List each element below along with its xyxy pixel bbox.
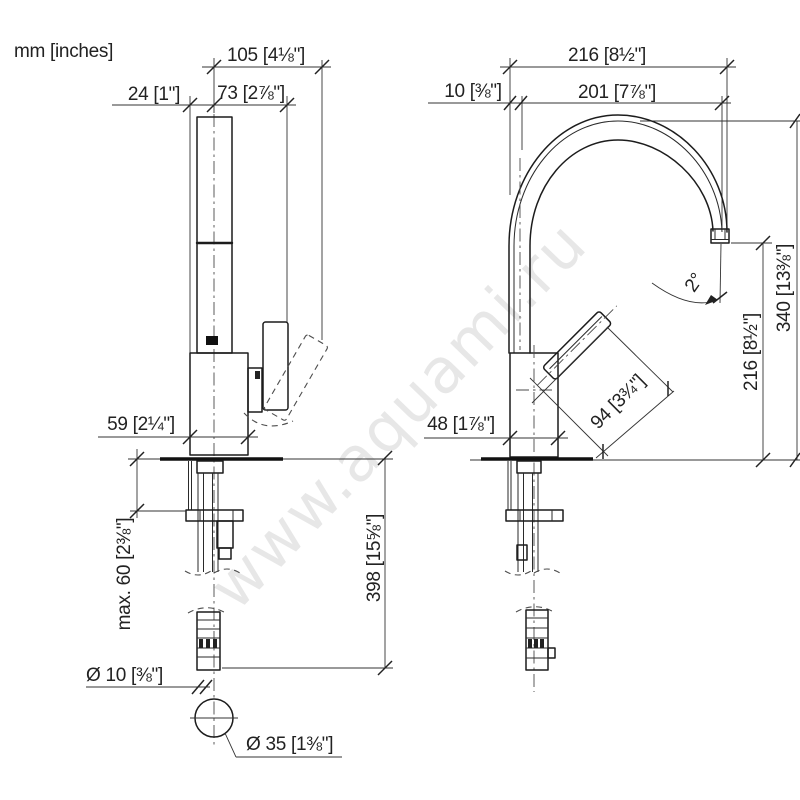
dim-left-hole-dia: Ø 35 [1⅜"] [246, 734, 333, 755]
left-view [86, 58, 393, 758]
dim-under-height [222, 450, 393, 676]
dim-left-back-offset: 24 [1"] [128, 84, 180, 105]
dim-left-mount-thickness: max. 60 [2⅜"] [114, 518, 135, 631]
dim-left-hose-dia: Ø 10 [⅜"] [86, 665, 163, 686]
dim-hose-dia [86, 679, 213, 695]
dim-right-spray-angle: 2° [681, 270, 708, 296]
sensor-window [206, 336, 218, 345]
spout-arc [508, 114, 728, 354]
dim-mount-thickness [129, 449, 186, 519]
hole-top-view [190, 698, 342, 758]
faucet-body [189, 352, 249, 456]
dim-left-handle-offset: 73 [2⅞"] [217, 83, 285, 104]
spray-angle-detail [651, 243, 728, 305]
hose-connector [196, 611, 221, 671]
dim-right-outlet-height: 216 [8½"] [741, 313, 762, 391]
dim-right-body-depth: 48 [1⅞"] [427, 414, 495, 435]
dim-left-body-depth: 59 [2¼"] [107, 414, 175, 435]
dim-left-reach-max: 105 [4⅛"] [227, 45, 305, 66]
dim-right-overall-height: 340 [13⅜"] [774, 244, 795, 332]
left-extension-lines [189, 58, 323, 353]
spout-column [196, 116, 233, 354]
handle-swing-arc [243, 412, 294, 427]
handle-swung-position [263, 334, 328, 421]
right-top-ticks [502, 59, 735, 111]
dim-right-spout-reach: 201 [7⅞"] [578, 82, 656, 103]
handle-hub [247, 367, 263, 413]
right-extension-lines [509, 58, 800, 244]
spout-outlet [710, 228, 730, 244]
left-top-ticks [182, 59, 330, 113]
right-view [424, 58, 800, 692]
handle-pin [255, 371, 260, 379]
dim-right-handle-length: 94 [3¾"] [587, 371, 650, 434]
valve-fitting [216, 520, 234, 549]
mounting-nut-right [505, 509, 564, 522]
dim-right-total-reach: 216 [8½"] [568, 45, 646, 66]
hose-connector-right [525, 609, 549, 671]
mounting-nut [185, 509, 244, 522]
dim-overall-height [789, 113, 800, 468]
handle-lever-right [529, 305, 675, 459]
dim-outlet-height [755, 235, 771, 468]
right-undercounter [504, 460, 564, 671]
units-legend: mm [inches] [14, 41, 113, 62]
dim-left-under-height: 398 [15⅝"] [364, 514, 385, 602]
left-undercounter [184, 460, 244, 671]
handle-lever [262, 321, 289, 411]
dim-right-center-offset: 10 [⅜"] [444, 81, 501, 102]
